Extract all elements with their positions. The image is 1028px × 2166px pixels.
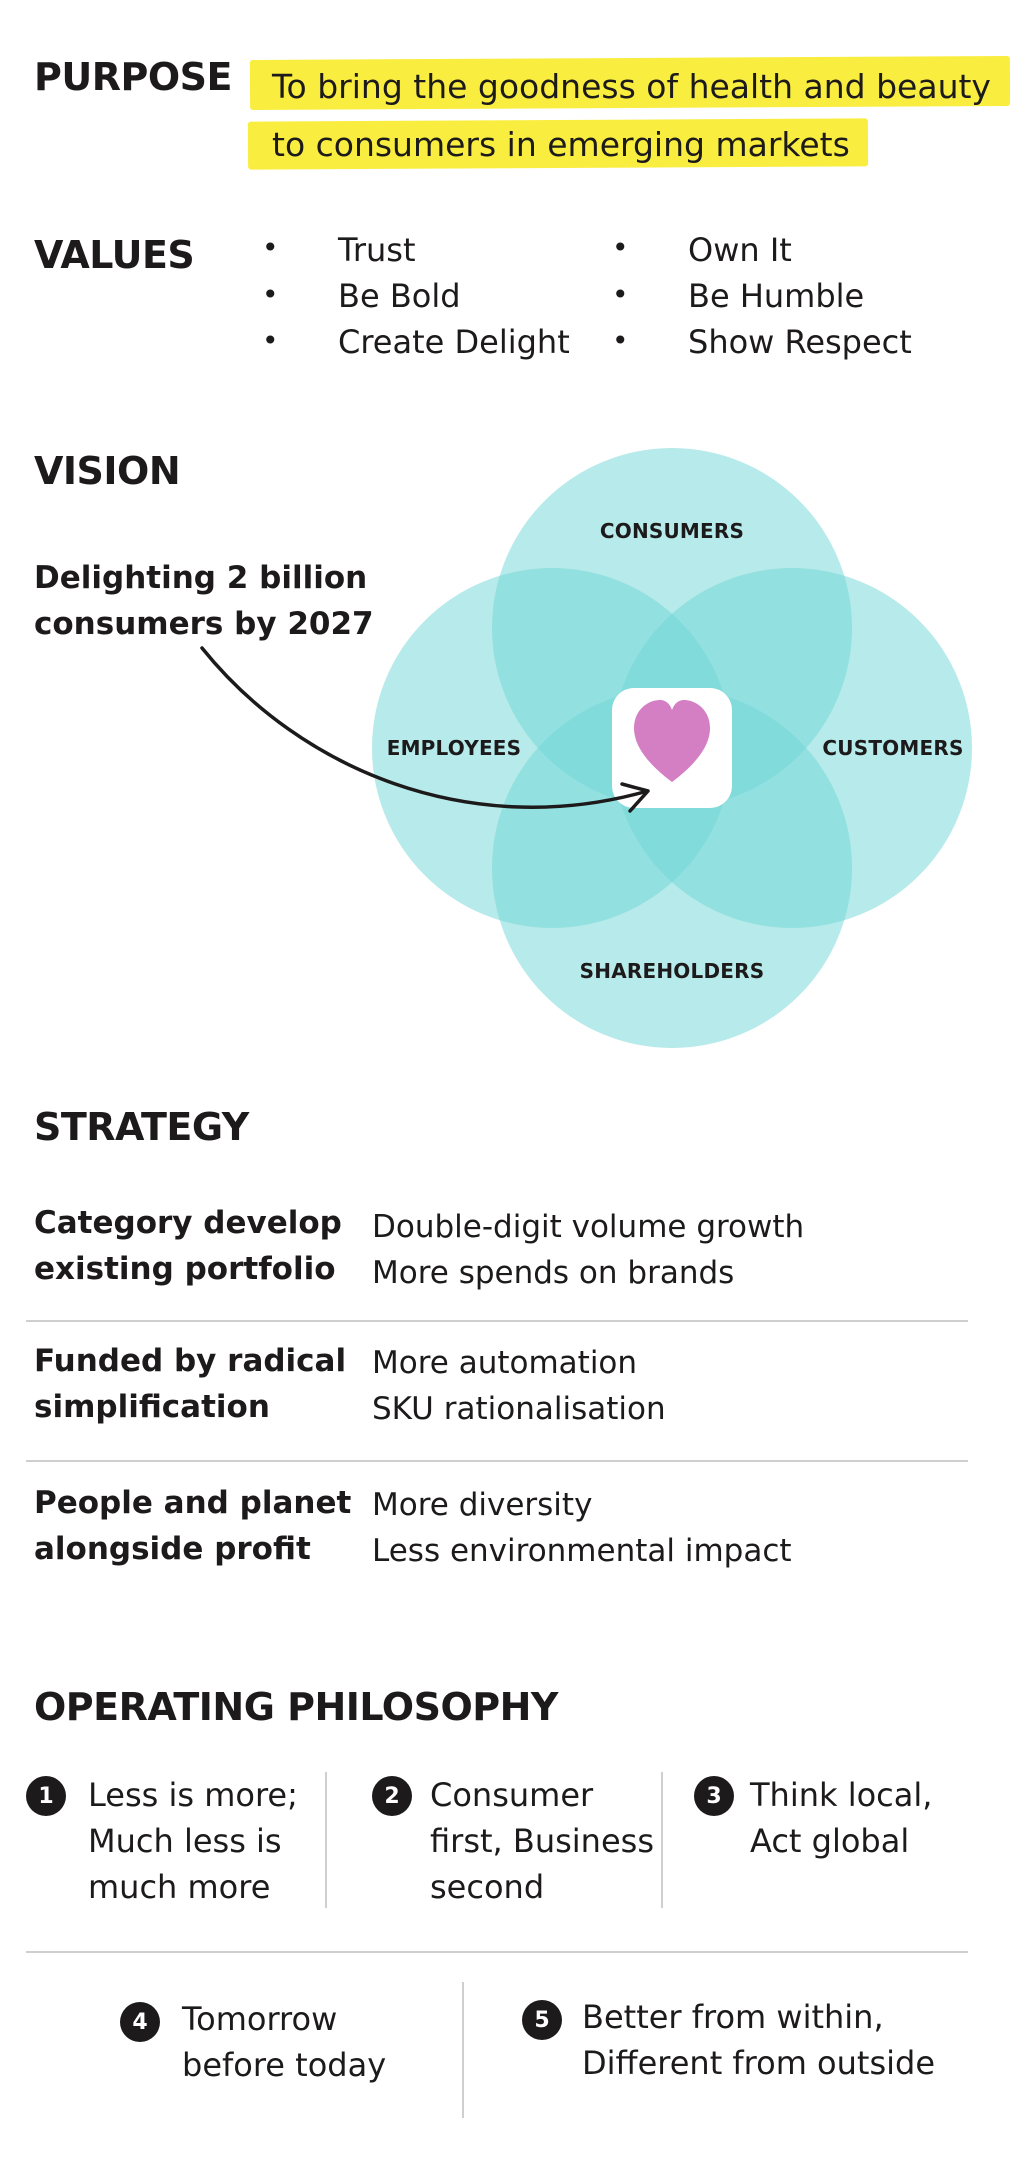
value-item: Trust: [338, 231, 416, 269]
philosophy-line: Much less is: [88, 1822, 282, 1860]
bullet-icon: •: [262, 324, 279, 357]
strategy-action: Double-digit volume growth: [372, 1209, 805, 1245]
philosophy-line: Different from outside: [582, 2044, 936, 2082]
philosophy-line: Tomorrow: [182, 2000, 338, 2038]
heart-icon: [634, 700, 710, 782]
value-item: Own It: [688, 231, 792, 269]
bullet-icon: •: [612, 278, 629, 311]
strategy-actions: Double-digit volume growth More spends o…: [372, 1204, 804, 1296]
philosophy-line: first, Business: [430, 1822, 654, 1860]
bullet-icon: •: [262, 278, 279, 311]
number-badge: 5: [522, 2000, 562, 2040]
philosophy-line: before today: [182, 2046, 387, 2084]
philosophy-text: Think local, Act global: [750, 1772, 932, 1864]
purpose-line-1: To bring the goodness of health and beau…: [272, 67, 991, 106]
strategy-action: More spends on brands: [372, 1255, 735, 1291]
vision-line-2: consumers by 2027: [34, 606, 374, 642]
vision-heading: VISION: [34, 449, 181, 493]
stakeholder-venn-diagram: CONSUMERS EMPLOYEES CUSTOMERS SHAREHOLDE…: [200, 448, 972, 1048]
column-divider: [462, 1982, 464, 2118]
philosophy-text: Tomorrow before today: [182, 1996, 386, 2088]
number-badge: 4: [120, 2002, 160, 2042]
divider: [26, 1460, 968, 1462]
value-item: Create Delight: [338, 323, 570, 361]
strategy-pillar-line: alongside profit: [34, 1531, 311, 1567]
philosophy-line: Act global: [750, 1822, 910, 1860]
bullet-icon: •: [612, 324, 629, 357]
strategy-action: More diversity: [372, 1487, 593, 1523]
operating-philosophy-heading: OPERATING PHILOSOPHY: [34, 1685, 558, 1729]
values-heading: VALUES: [34, 233, 195, 277]
venn-circle-shareholders: [492, 688, 852, 1048]
column-divider: [325, 1772, 327, 1908]
strategy-pillar: People and planet alongside profit: [34, 1480, 351, 1572]
philosophy-text: Less is more; Much less is much more: [88, 1772, 298, 1910]
strategy-heading: STRATEGY: [34, 1105, 249, 1149]
venn-label-shareholders: SHAREHOLDERS: [580, 959, 765, 983]
strategy-action: SKU rationalisation: [372, 1391, 666, 1427]
number-badge: 3: [694, 1776, 734, 1816]
strategy-action: More automation: [372, 1345, 638, 1381]
strategy-pillar-line: Category develop: [34, 1205, 342, 1241]
strategy-pillar-line: existing portfolio: [34, 1251, 336, 1287]
venn-label-employees: EMPLOYEES: [387, 736, 522, 760]
philosophy-line: Think local,: [750, 1776, 933, 1814]
arrow-curve: [200, 646, 646, 810]
philosophy-line: much more: [88, 1868, 271, 1906]
value-item: Be Bold: [338, 277, 461, 315]
strategy-pillar-line: Funded by radical: [34, 1343, 347, 1379]
number-badge: 1: [26, 1776, 66, 1816]
number-badge: 2: [372, 1776, 412, 1816]
value-item: Be Humble: [688, 277, 865, 315]
strategy-actions: More diversity Less environmental impact: [372, 1482, 792, 1574]
strategy-pillar-line: simplification: [34, 1389, 270, 1425]
strategy-action: Less environmental impact: [372, 1533, 792, 1569]
bullet-icon: •: [262, 231, 279, 264]
philosophy-text: Consumer first, Business second: [430, 1772, 654, 1910]
purpose-line-2: to consumers in emerging markets: [272, 125, 850, 164]
divider: [26, 1320, 968, 1322]
venn-label-consumers: CONSUMERS: [600, 519, 744, 543]
venn-label-customers: CUSTOMERS: [822, 736, 963, 760]
vision-statement: Delighting 2 billion consumers by 2027: [34, 555, 374, 647]
column-divider: [661, 1772, 663, 1908]
strategy-pillar: Category develop existing portfolio: [34, 1200, 342, 1292]
value-item: Show Respect: [688, 323, 912, 361]
vision-line-1: Delighting 2 billion: [34, 560, 368, 596]
strategy-pillar: Funded by radical simplification: [34, 1338, 346, 1430]
strategy-actions: More automation SKU rationalisation: [372, 1340, 666, 1432]
bullet-icon: •: [612, 231, 629, 264]
philosophy-line: Consumer: [430, 1776, 594, 1814]
philosophy-text: Better from within, Different from outsi…: [582, 1994, 935, 2086]
divider: [26, 1951, 968, 1953]
vision-arrow: [200, 646, 650, 813]
philosophy-line: Less is more;: [88, 1776, 298, 1814]
arrowhead-icon: [620, 782, 650, 813]
venn-circles: [372, 448, 972, 1048]
strategy-pillar-line: People and planet: [34, 1485, 352, 1521]
philosophy-line: Better from within,: [582, 1998, 884, 2036]
purpose-heading: PURPOSE: [34, 55, 232, 99]
philosophy-line: second: [430, 1868, 545, 1906]
